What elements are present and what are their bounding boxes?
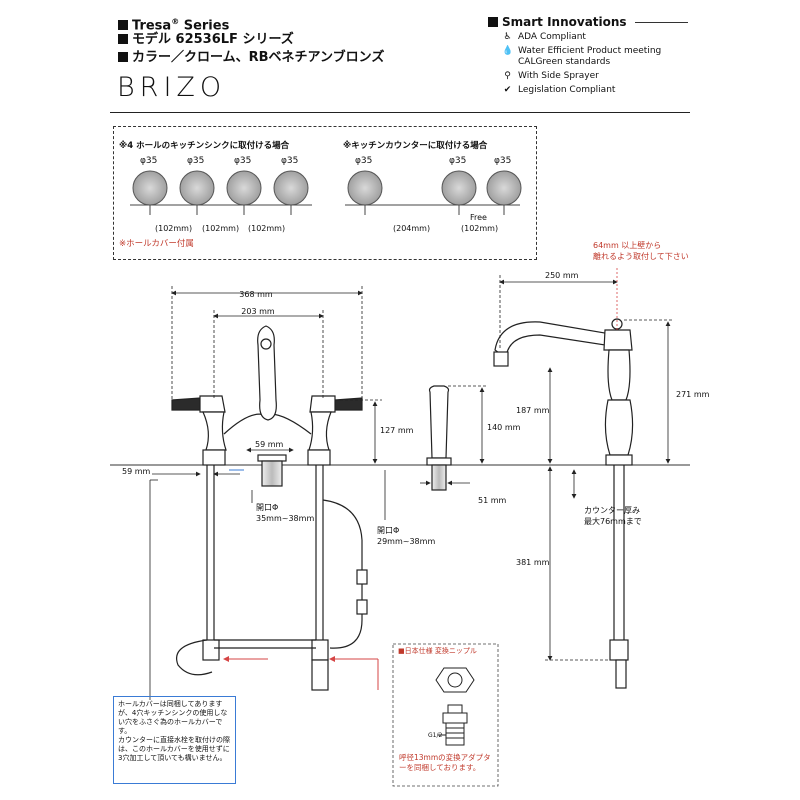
header-divider: [110, 112, 690, 113]
hole-circle: [347, 170, 383, 206]
hole-cover-note: ※ホールカバー付属: [119, 239, 194, 249]
adapter-note: 呼径13mmの変換アダプターを同梱しております。: [399, 753, 491, 772]
registered-mark: ®: [171, 17, 180, 26]
adapter-title: ■日本仕様 変換ニップル: [398, 647, 477, 655]
phi-label: φ35: [187, 156, 204, 166]
droplet-icon: 💧: [502, 46, 514, 56]
side-sprayer-drawing: [426, 385, 452, 491]
hole-circle: [273, 170, 309, 206]
dim-140: 140 mm: [487, 423, 521, 432]
hole-circles-right: [345, 170, 522, 215]
bullet-square-icon: [488, 17, 498, 27]
opening2-size: 29mm~38mm: [377, 537, 435, 546]
phi-label: φ35: [355, 156, 372, 166]
dim-187: 187 mm: [516, 406, 550, 415]
dim-368: 368 mm: [239, 290, 273, 299]
hole-layout-box: [113, 126, 537, 260]
g-half-label: G1/2: [428, 732, 442, 739]
opening2-label: 開口Φ: [377, 526, 399, 535]
feature-item: ✔ Legislation Compliant: [502, 85, 688, 96]
opening1-size: 35mm~38mm: [256, 514, 314, 523]
phi-label: φ35: [494, 156, 511, 166]
smart-innovations-panel: Smart Innovations ♿ ADA Compliant 💧 Water E…: [488, 15, 688, 99]
hole-circle: [179, 170, 215, 206]
series-name: Tresa: [132, 18, 172, 34]
feature-text: ADA Compliant: [518, 32, 586, 42]
bullet-square-icon: [118, 20, 128, 31]
phi-label: φ35: [449, 156, 466, 166]
brand-logo: BRIZO: [117, 72, 227, 103]
sprayer-icon: ⚲: [504, 71, 511, 81]
dim-250: 250 mm: [545, 271, 579, 280]
wall-note-line2: 離れるよう取付して下さい: [593, 251, 689, 261]
counter-thickness-label: カウンター厚み: [584, 506, 640, 515]
hole-circle: [132, 170, 168, 206]
hole-cover-note-box: ホールカバーは同梱してありますが、4穴キッチンシンクの使用しない穴をふさぐ為のホ…: [113, 696, 236, 784]
wheelchair-icon: ♿: [503, 32, 512, 42]
bullet-square-icon: [118, 34, 128, 44]
hole-circle: [486, 170, 522, 206]
wall-note-line1: 64mm 以上壁から: [593, 240, 661, 250]
dim-59-top: 59 mm: [255, 440, 284, 449]
four-hole-title: ※4 ホールのキッチンシンクに取付ける場合: [119, 141, 290, 151]
phi-label: φ35: [140, 156, 157, 166]
dim-203: 203 mm: [241, 307, 275, 316]
spacing-label: (204mm): [393, 224, 430, 233]
widespread-faucet-drawing: [171, 325, 368, 691]
phi-label: φ35: [234, 156, 251, 166]
dim-381: 381 mm: [516, 558, 550, 567]
adapter-nipple-drawing: [435, 667, 475, 746]
spacing-label: (102mm): [155, 224, 192, 233]
opening1-label: 開口Φ: [256, 503, 278, 512]
hole-circles-left: [130, 170, 312, 215]
dimension-lines: [149, 275, 672, 700]
check-circle-icon: ✔: [503, 85, 512, 95]
feature-text: Legislation Compliant: [518, 85, 616, 95]
feature-item: 💧 Water Efficient Product meeting CALGree…: [502, 46, 688, 68]
feature-item: ⚲ With Side Sprayer: [502, 71, 688, 82]
dim-51: 51 mm: [478, 496, 507, 505]
model-text: モデル 62536LF シリーズ: [132, 32, 294, 47]
phi-label: φ35: [281, 156, 298, 166]
counter-thickness-max: 最大76mmまで: [584, 516, 642, 526]
feature-text: Water Efficient Product meeting CALGreen…: [518, 46, 662, 67]
hole-circle: [226, 170, 262, 206]
side-view-faucet-drawing: [493, 318, 634, 689]
feature-item: ♿ ADA Compliant: [502, 32, 688, 43]
spacing-label: (102mm): [461, 224, 498, 233]
counter-mount-title: ※キッチンカウンターに取付ける場合: [343, 141, 488, 151]
colors-text: カラー／クローム、RBベネチアンブロンズ: [132, 50, 385, 65]
smart-title: Smart Innovations: [502, 15, 627, 29]
feature-text: With Side Sprayer: [518, 71, 599, 81]
bullet-square-icon: [118, 52, 128, 62]
spacing-label: (102mm): [248, 224, 285, 233]
color-line: カラー／クローム、RBベネチアンブロンズ: [118, 50, 384, 66]
series-suffix: Series: [179, 18, 230, 34]
model-line: モデル 62536LF シリーズ: [118, 32, 294, 48]
title-rule: [634, 21, 688, 23]
feature-list: ♿ ADA Compliant 💧 Water Efficient Product m…: [502, 32, 688, 96]
dim-271: 271 mm: [676, 390, 710, 399]
dim-127: 127 mm: [380, 426, 414, 435]
free-label: Free: [470, 213, 487, 222]
spacing-label: (102mm): [202, 224, 239, 233]
hole-circle: [441, 170, 477, 206]
series-title: Tresa® Series: [118, 14, 229, 34]
dim-59-left: 59 mm: [122, 467, 151, 476]
